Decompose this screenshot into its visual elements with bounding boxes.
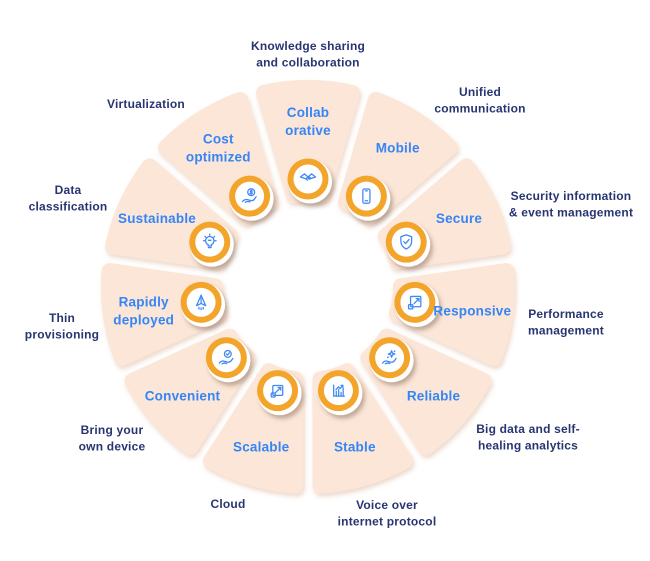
scale-arrow-icon-badge <box>257 370 302 416</box>
outer-label-scalable: Cloud <box>211 497 246 511</box>
bar-chart-icon-badge <box>317 370 363 416</box>
inner-label-secure: Secure <box>436 211 483 226</box>
outer-label-reliable: Big data and self-healing analytics <box>476 422 580 453</box>
paper-plane-icon-badge <box>180 281 226 327</box>
wedge-layer <box>101 79 515 494</box>
inner-label-stable: Stable <box>334 439 376 454</box>
icon-layer <box>180 158 439 416</box>
inner-label-sustainable: Sustainable <box>118 211 196 226</box>
outer-label-secure: Security information& event management <box>509 189 633 220</box>
inner-label-scalable: Scalable <box>233 439 290 454</box>
smartphone-icon-badge <box>345 175 391 221</box>
inner-label-reliable: Reliable <box>407 388 461 403</box>
inner-label-responsive: Responsive <box>433 303 511 318</box>
lightbulb-icon-badge <box>189 221 234 267</box>
hand-sparkle-icon-badge <box>369 337 414 383</box>
expand-arrow-icon-badge <box>394 281 439 327</box>
outer-label-cost-optimized: Virtualization <box>107 97 185 111</box>
handshake-icon-badge <box>287 158 332 204</box>
inner-label-convenient: Convenient <box>145 388 221 403</box>
inner-label-mobile: Mobile <box>376 140 420 155</box>
hand-dollar-icon-badge <box>229 175 274 221</box>
hand-check-icon-badge <box>205 337 251 383</box>
shield-check-icon-badge <box>385 221 431 267</box>
